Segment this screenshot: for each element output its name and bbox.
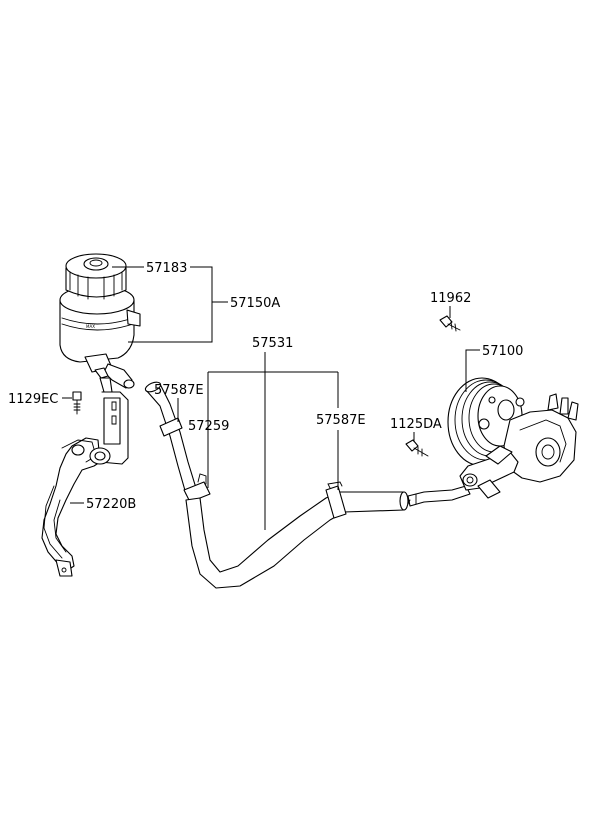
label-hose-assy: 57531 [252, 336, 293, 351]
label-cap: 57183 [146, 261, 187, 276]
bolt-1125da [405, 439, 429, 457]
label-bolt-pump: 1125DA [390, 417, 442, 432]
pressure-pipe [407, 485, 471, 507]
label-hose-clip: 57259 [188, 419, 229, 434]
label-pump: 57100 [482, 344, 523, 359]
reservoir-assembly: MAX [59, 253, 141, 393]
label-clamp-left: 57587E [154, 383, 204, 398]
reservoir-cap [65, 253, 127, 300]
hose-clamp-left [159, 417, 183, 437]
label-clamp-right: 57587E [316, 413, 366, 428]
label-bolt-top: 11962 [430, 291, 471, 306]
bolt-1129ec [72, 391, 82, 415]
return-hose-upper [144, 381, 211, 503]
hose-clamp-right [325, 485, 347, 519]
svg-text:MAX: MAX [86, 324, 95, 329]
power-steering-pump [447, 377, 579, 499]
main-hose [185, 481, 409, 589]
label-bracket: 57220B [86, 497, 136, 512]
reservoir-bracket [41, 391, 129, 577]
bolt-11962 [439, 315, 461, 332]
label-reservoir: 57150A [230, 296, 280, 311]
leader-lines [62, 266, 480, 530]
callout-labels: 57183 57150A 1129EC 57220B 57531 57587E … [8, 261, 523, 512]
label-bolt-left: 1129EC [8, 392, 58, 407]
hose-clip [183, 481, 211, 503]
